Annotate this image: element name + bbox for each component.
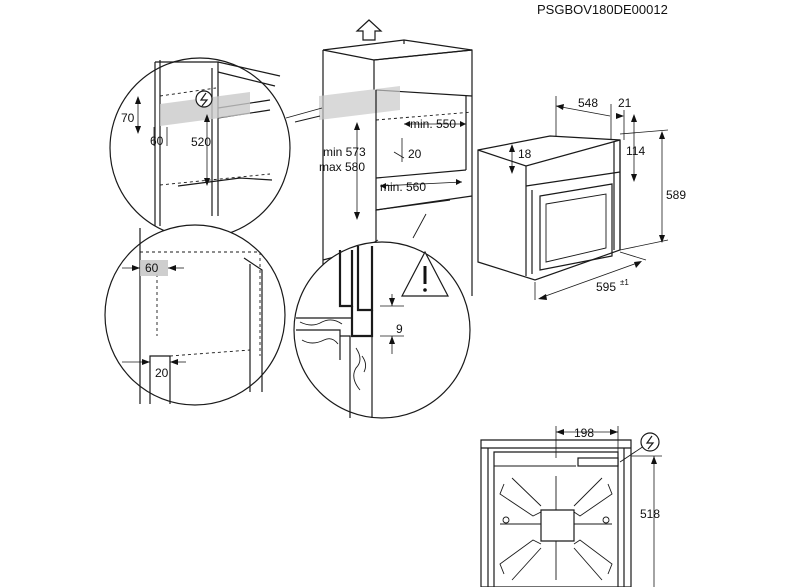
oven-dim-595: 595 xyxy=(596,280,616,294)
cabinet-min-560: min. 560 xyxy=(380,180,426,194)
rear-dim-518: 518 xyxy=(640,507,660,521)
detail-top-dim-520: 520 xyxy=(191,135,211,149)
electric-connection-icon xyxy=(619,432,660,463)
oven-dim-18: 18 xyxy=(518,147,532,161)
detail-top-circle: 70 60 520 xyxy=(109,57,291,239)
oven-tolerance: ±1 xyxy=(620,278,629,287)
arrow-up-icon xyxy=(355,19,383,41)
electric-connection-icon xyxy=(195,90,213,108)
cabinet-dim-20: 20 xyxy=(408,147,422,161)
oven-dim-21: 21 xyxy=(618,96,632,110)
cabinet-drawing: min. 550 20 min. 560 min 573 max 580 xyxy=(285,39,473,296)
oven-dim-548: 548 xyxy=(578,96,598,110)
oven-drawing: 548 21 18 114 589 595 ±1 xyxy=(477,96,686,300)
detail-top-dim-70: 70 xyxy=(121,111,135,125)
oven-dim-589: 589 xyxy=(666,188,686,202)
rear-view-drawing: 198 518 xyxy=(480,426,662,587)
detail-bottom-dim-9: 9 xyxy=(396,322,403,336)
cabinet-min-573: min 573 xyxy=(323,145,366,159)
rear-dim-198: 198 xyxy=(574,426,594,440)
cabinet-max-580: max 580 xyxy=(319,160,365,174)
detail-top-dim-60: 60 xyxy=(150,134,164,148)
document-code: PSGBOV180DE00012 xyxy=(537,2,668,17)
warning-triangle-icon xyxy=(401,250,449,297)
detail-left-circle: 60 20 xyxy=(104,224,286,406)
cabinet-min-550: min. 550 xyxy=(410,117,456,131)
oven-dim-114: 114 xyxy=(626,144,645,158)
detail-left-dim-20: 20 xyxy=(155,366,169,380)
detail-left-dim-60: 60 xyxy=(145,261,159,275)
detail-bottom-circle: 9 xyxy=(293,241,471,419)
